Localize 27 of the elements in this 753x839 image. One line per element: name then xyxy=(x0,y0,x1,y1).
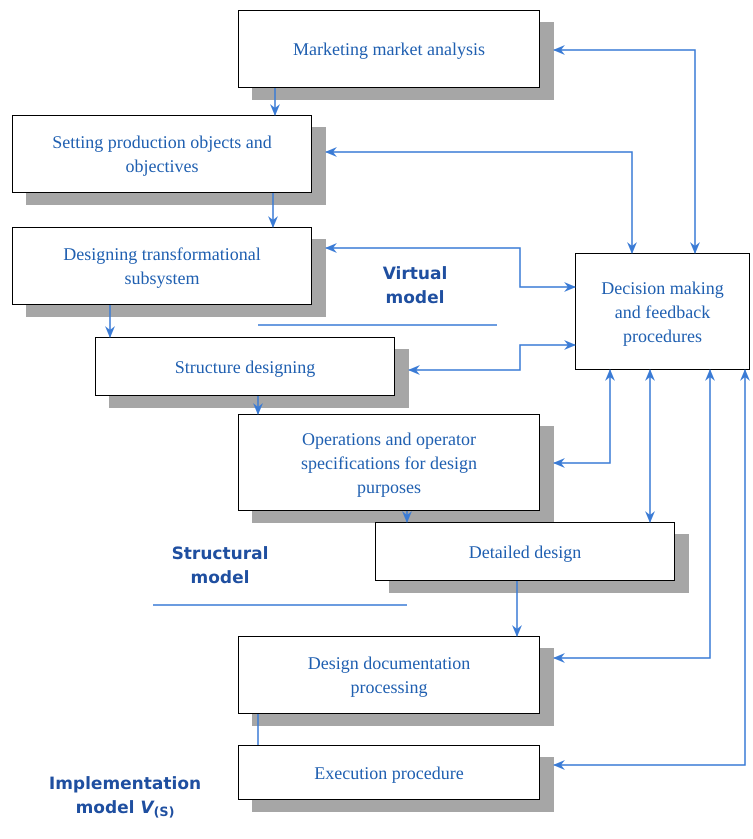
arrow xyxy=(645,369,655,523)
arrow xyxy=(105,305,115,338)
box-text: Structure designing xyxy=(174,356,316,378)
arrow xyxy=(512,581,522,637)
box-text: Detailed design xyxy=(468,540,582,564)
box-text: Marketing market analysis xyxy=(293,38,485,61)
model-label: Implementation model V$_{(S)}$ xyxy=(48,773,202,820)
arrow xyxy=(553,369,715,663)
box-text: Operations and operator specifications for design purposes xyxy=(300,428,478,498)
box-text: Decision making and feedback procedures xyxy=(600,276,725,348)
box-text: Design documentation processing xyxy=(306,652,472,699)
process-box xyxy=(575,253,750,370)
box-text: Designing transformational subsystem xyxy=(62,243,262,290)
arrow xyxy=(408,340,576,375)
model-label: Virtual model xyxy=(382,263,448,310)
box-text: Setting production objects and objectives xyxy=(51,131,273,178)
arrow xyxy=(325,147,637,254)
arrow xyxy=(553,369,750,770)
arrow xyxy=(325,243,576,292)
arrow xyxy=(553,369,615,468)
arrow xyxy=(553,45,700,254)
arrow xyxy=(268,193,278,228)
model-label: Structural model xyxy=(170,543,270,590)
arrow xyxy=(270,88,280,116)
arrow xyxy=(402,511,412,523)
arrow xyxy=(253,396,263,415)
box-text: Execution procedure xyxy=(314,762,464,784)
